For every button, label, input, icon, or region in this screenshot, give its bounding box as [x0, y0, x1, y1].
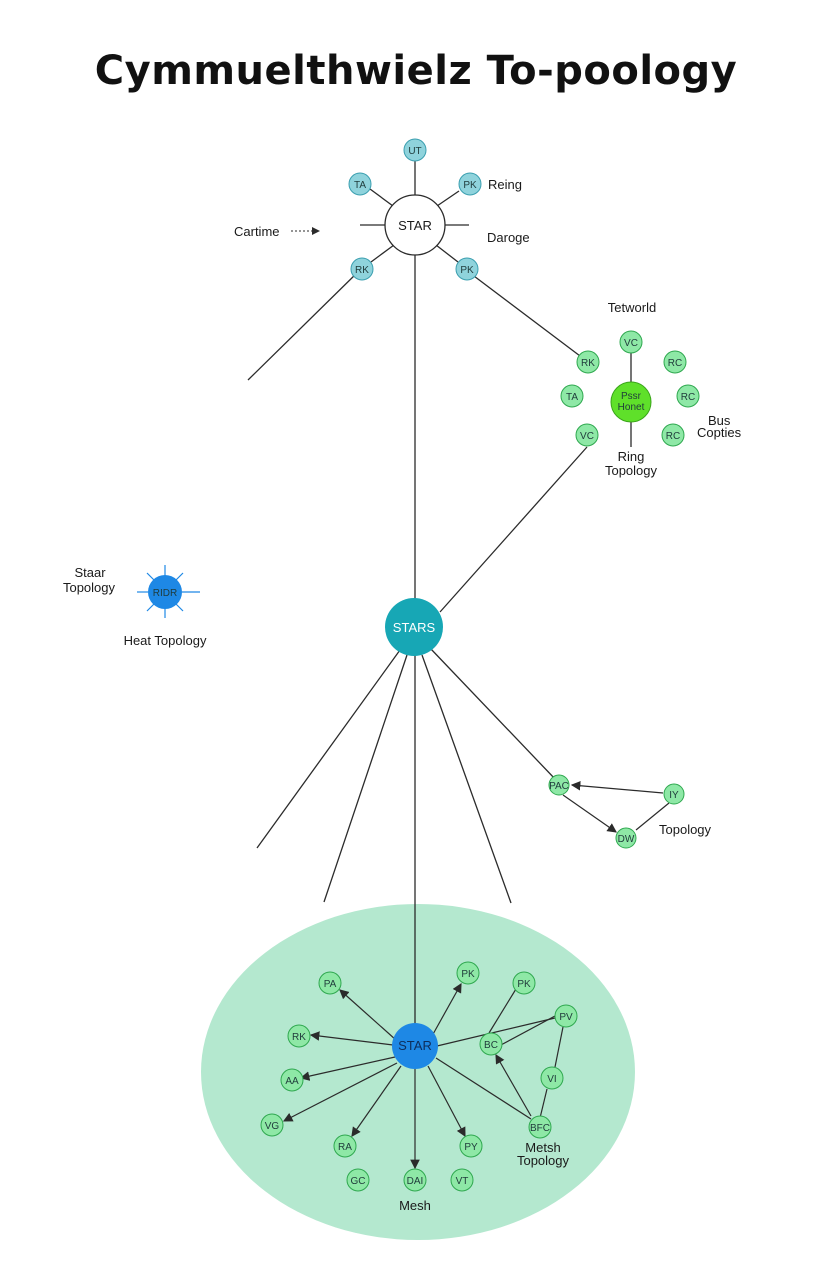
svg-text:AA: AA	[285, 1076, 299, 1087]
mesh-node[interactable]: PK	[512, 971, 536, 995]
reing-label: Reing	[488, 177, 522, 192]
svg-text:TA: TA	[354, 180, 366, 191]
mesh-node[interactable]: VI	[540, 1066, 564, 1090]
svg-text:VI: VI	[547, 1074, 556, 1085]
diagram-title: Cymmuelthwielz To-poology	[94, 48, 738, 94]
triangle-topology-label: Topology	[659, 822, 712, 837]
svg-text:GC: GC	[351, 1176, 366, 1187]
svg-text:VC: VC	[624, 338, 638, 349]
svg-text:RC: RC	[681, 392, 695, 403]
staar-label: Staar	[74, 565, 106, 580]
svg-text:VG: VG	[265, 1121, 280, 1132]
mesh-topology-label: Topology	[517, 1153, 570, 1168]
mesh-node[interactable]: PK	[456, 961, 480, 985]
svg-text:PA: PA	[324, 979, 337, 990]
svg-text:PK: PK	[517, 979, 531, 990]
svg-text:PK: PK	[460, 265, 474, 276]
ring-node[interactable]: VC	[575, 423, 599, 447]
svg-text:PK: PK	[463, 180, 477, 191]
top-node[interactable]: UT	[403, 138, 427, 162]
staar-hub[interactable]	[148, 575, 182, 609]
top-node[interactable]: PK	[458, 172, 482, 196]
mesh-node[interactable]: BFC	[528, 1115, 552, 1139]
svg-text:PAC: PAC	[549, 781, 569, 792]
cartime-label: Cartime	[234, 224, 280, 239]
top-node[interactable]: RK	[350, 257, 374, 281]
mesh-node[interactable]: VG	[260, 1113, 284, 1137]
triangle-node[interactable]: IY	[663, 783, 685, 805]
ring-topology-label: Topology	[605, 463, 658, 478]
ring-hub-label: Pssr	[621, 391, 642, 402]
mesh-hub-label: STAR	[398, 1038, 432, 1053]
mesh-hub[interactable]	[392, 1023, 438, 1069]
mesh-node[interactable]: PA	[318, 971, 342, 995]
ring-label: Ring	[618, 449, 645, 464]
top-star-hub[interactable]	[384, 194, 446, 256]
bus-label: Bus	[708, 413, 731, 428]
svg-text:UT: UT	[408, 146, 421, 157]
ring-hub-label: Honet	[618, 402, 645, 413]
daroge-label: Daroge	[487, 230, 530, 245]
svg-text:RC: RC	[666, 431, 680, 442]
mesh-node[interactable]: RK	[287, 1024, 311, 1048]
mesh-label: Mesh	[399, 1198, 431, 1213]
triangle-node[interactable]: PAC	[548, 774, 570, 796]
staar-hub-label: RIDR	[153, 588, 177, 599]
heat-topology-label: Heat Topology	[124, 633, 207, 648]
ring-node[interactable]: RC	[663, 350, 687, 374]
staar-cluster: RIDR Staar Topology Heat Topology	[63, 565, 207, 648]
mesh-cluster: STAR PA PK PK PV RK BC AA VI VG BFC RA P…	[260, 961, 578, 1213]
svg-text:DAI: DAI	[407, 1176, 424, 1187]
ring-cluster: Pssr Honet VC RK RC TA RC VC RC Tetworld…	[560, 300, 742, 478]
svg-text:VC: VC	[580, 431, 594, 442]
svg-text:DW: DW	[618, 834, 635, 845]
staar-topology-label: Topology	[63, 580, 116, 595]
copties-label: Copties	[697, 425, 742, 440]
mesh-node[interactable]: AA	[280, 1068, 304, 1092]
mesh-node[interactable]: VT	[450, 1168, 474, 1192]
ring-node[interactable]: TA	[560, 384, 584, 408]
mesh-node[interactable]: DAI	[403, 1168, 427, 1192]
ring-node[interactable]: RC	[661, 423, 685, 447]
svg-text:TA: TA	[566, 392, 578, 403]
svg-text:PY: PY	[464, 1142, 478, 1153]
top-node[interactable]: PK	[455, 257, 479, 281]
svg-text:RK: RK	[581, 358, 595, 369]
triangle-cluster: PAC IY DW Topology	[548, 774, 712, 849]
center-stars-label: STARS	[393, 620, 436, 635]
metsh-label: Metsh	[525, 1140, 560, 1155]
triangle-node[interactable]: DW	[615, 827, 637, 849]
svg-text:VT: VT	[456, 1176, 469, 1187]
top-node[interactable]: TA	[348, 172, 372, 196]
svg-text:PK: PK	[461, 969, 475, 980]
svg-text:RC: RC	[668, 358, 682, 369]
svg-text:RK: RK	[292, 1032, 306, 1043]
mesh-node[interactable]: PY	[459, 1134, 483, 1158]
tetworld-label: Tetworld	[608, 300, 656, 315]
mesh-node[interactable]: BC	[479, 1032, 503, 1056]
ring-hub[interactable]	[610, 381, 652, 423]
top-star-cluster: STAR UT TA PK RK PK Reing Daroge Cartime	[234, 138, 530, 281]
ring-node[interactable]: VC	[619, 330, 643, 354]
center-stars-hub[interactable]	[385, 598, 443, 656]
mesh-node[interactable]: RA	[333, 1134, 357, 1158]
trunk-lines	[247, 255, 589, 1025]
svg-text:IY: IY	[669, 790, 679, 801]
mesh-node[interactable]: PV	[554, 1004, 578, 1028]
svg-text:BC: BC	[484, 1040, 498, 1051]
svg-text:RK: RK	[355, 265, 369, 276]
svg-text:BFC: BFC	[530, 1123, 550, 1134]
svg-text:RA: RA	[338, 1142, 352, 1153]
svg-text:PV: PV	[559, 1012, 573, 1023]
top-star-hub-label: STAR	[398, 218, 432, 233]
ring-node[interactable]: RC	[676, 384, 700, 408]
mesh-node[interactable]: GC	[346, 1168, 370, 1192]
ring-node[interactable]: RK	[576, 350, 600, 374]
